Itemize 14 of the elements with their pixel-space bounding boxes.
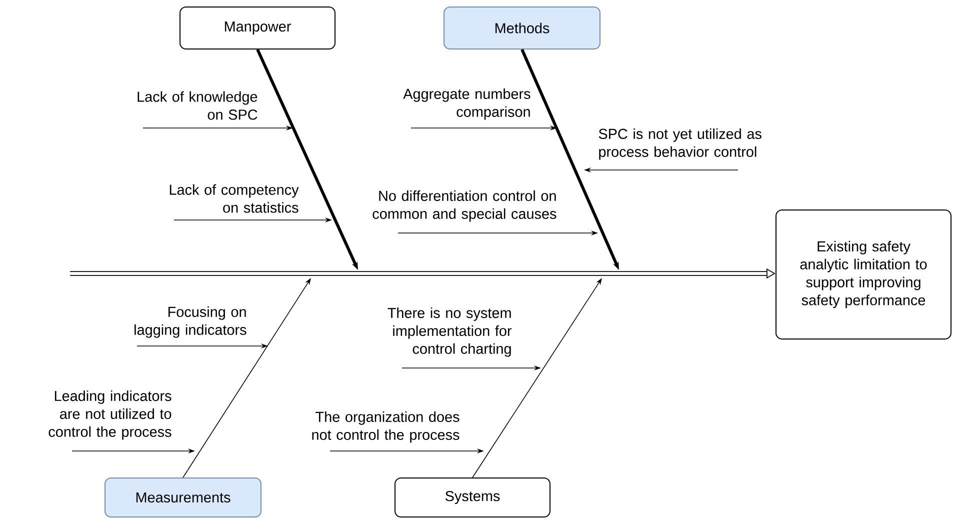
category-box: Systems <box>394 478 550 518</box>
cause-text: The organization does not control the process <box>312 411 460 443</box>
category-box: Methods <box>444 6 600 50</box>
cause-text: No differentiation control on common and special causes <box>372 190 556 222</box>
cause-text: Focusing on lagging indicators <box>134 306 246 338</box>
category-box: Measurements <box>104 478 262 518</box>
category-box: Manpower <box>180 6 336 50</box>
effect-box: Existing safety analytic limitation to support improving safety performance <box>776 210 952 340</box>
cause-text: SPC is not yet utilized as process behavior control <box>598 128 762 160</box>
cause-text: Leading indicators are not utilized to control the process <box>48 390 172 440</box>
cause-text: Lack of competency on statistics <box>170 184 299 213</box>
cause-text: There is no system implementation for control charting <box>388 307 512 357</box>
cause-text: Aggregate numbers comparison <box>403 88 530 120</box>
cause-text: Lack of knowledge on SPC <box>138 91 258 120</box>
